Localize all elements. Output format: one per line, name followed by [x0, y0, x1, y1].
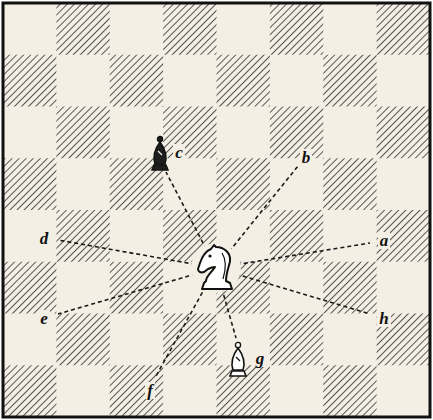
dark-square — [377, 3, 430, 55]
dark-square — [163, 314, 216, 366]
dark-square — [110, 262, 163, 314]
dark-square — [110, 365, 163, 417]
dark-square — [163, 3, 216, 55]
move-letter: h — [377, 310, 390, 327]
dark-square — [270, 107, 323, 159]
move-letter: b — [300, 149, 313, 166]
dark-square — [323, 262, 376, 314]
dark-square — [377, 210, 430, 262]
dark-square — [323, 55, 376, 107]
dark-square — [56, 314, 109, 366]
move-letter: a — [378, 232, 391, 249]
move-letter: g — [254, 350, 267, 367]
dark-square — [270, 3, 323, 55]
dark-square — [3, 158, 56, 210]
white-bishop — [230, 342, 246, 376]
move-lines — [58, 166, 370, 376]
dark-squares — [3, 3, 430, 417]
dark-square — [217, 55, 270, 107]
white-knight — [191, 243, 241, 293]
dark-square — [3, 365, 56, 417]
move-letter: d — [38, 230, 51, 247]
dark-square — [3, 55, 56, 107]
dark-square — [110, 55, 163, 107]
black-bishop — [152, 136, 168, 170]
dark-square — [323, 158, 376, 210]
dark-square — [56, 3, 109, 55]
move-letter: f — [145, 382, 155, 399]
dark-square — [56, 210, 109, 262]
board-ground — [3, 3, 430, 417]
dark-square — [217, 365, 270, 417]
dark-square — [323, 365, 376, 417]
dark-square — [56, 107, 109, 159]
dark-square — [217, 158, 270, 210]
move-letter: c — [173, 144, 185, 161]
move-letter: e — [38, 310, 50, 327]
dark-square — [270, 314, 323, 366]
board-frame — [3, 3, 430, 417]
dark-square — [163, 107, 216, 159]
dark-square — [377, 107, 430, 159]
dark-square — [3, 262, 56, 314]
dark-square — [270, 210, 323, 262]
